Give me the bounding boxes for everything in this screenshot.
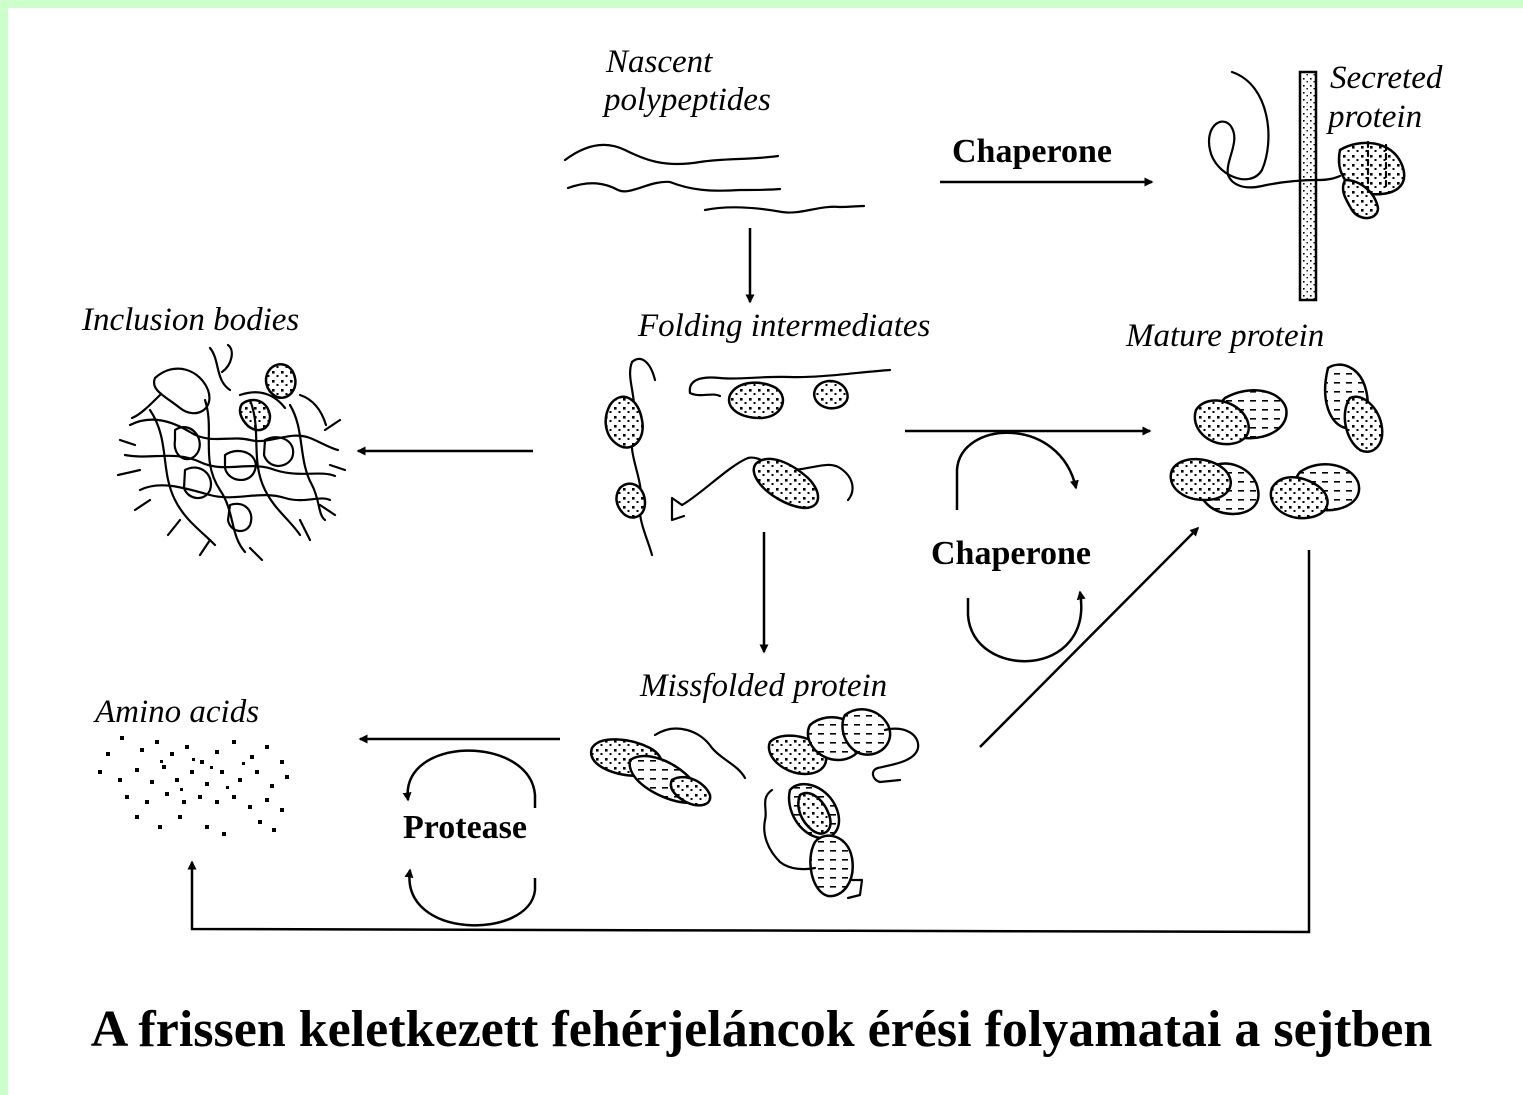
nascent-label-line1: Nascent: [605, 44, 713, 80]
folding-intermediates-label: Folding intermediates: [637, 308, 930, 344]
secreted-label-line1: Secreted: [1330, 60, 1443, 96]
amino-acids-label: Amino acids: [93, 694, 259, 730]
nascent-label-line2: polypeptides: [602, 82, 771, 118]
protease-label: Protease: [403, 809, 527, 846]
mature-to-amino-acids-return-arrow: [192, 550, 1309, 932]
chaperone-cycle-upper-arc: [957, 433, 1076, 510]
slide-caption: A frissen keletkezett fehérjeláncok érés…: [0, 1000, 1523, 1059]
protein-folding-diagram: Nascent polypeptides Secreted protein Ch…: [0, 0, 1523, 1000]
protease-cycle-lower-arc: [409, 870, 535, 925]
missfolded-protein-label: Missfolded protein: [639, 668, 887, 704]
mature-protein-illustration: [1171, 365, 1382, 519]
protease-cycle-upper-arc: [408, 751, 535, 808]
amino-acids-dots: [98, 736, 289, 836]
missfolded-protein-illustration: [591, 709, 918, 898]
chaperone-top-label: Chaperone: [952, 133, 1112, 170]
nascent-polypeptide-chains: [565, 145, 864, 213]
chaperone-cycle-lower-arc: [968, 592, 1081, 661]
cell-membrane: [1300, 72, 1316, 300]
mature-protein-label: Mature protein: [1125, 318, 1324, 354]
chaperone-middle-label: Chaperone: [931, 535, 1091, 572]
secreted-label-line2: protein: [1326, 99, 1422, 135]
folding-intermediates-illustration: [606, 359, 890, 555]
inclusion-bodies-illustration: [118, 345, 345, 560]
inclusion-bodies-label: Inclusion bodies: [81, 302, 299, 338]
